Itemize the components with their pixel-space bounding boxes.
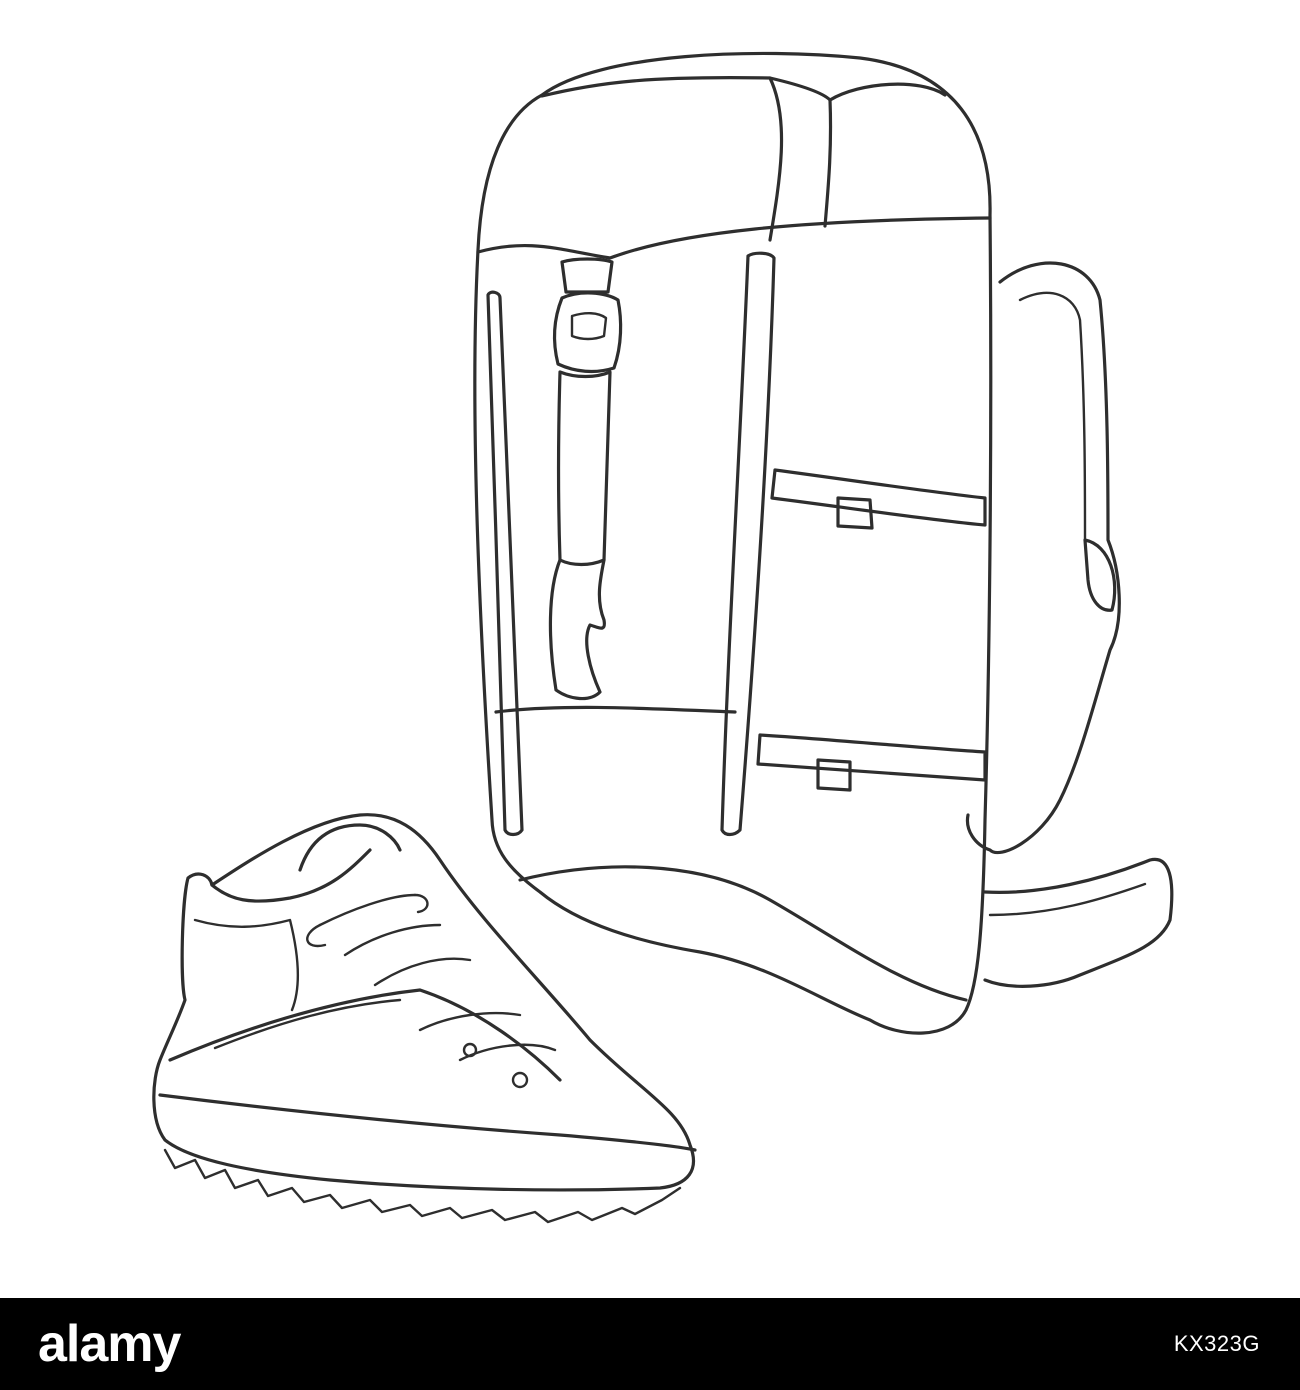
backpack-lid-seam (476, 216, 992, 260)
boot-eyelet-2 (462, 1042, 478, 1058)
boot-lace-4 (418, 1011, 522, 1032)
boot-lace-1 (318, 893, 417, 927)
backpack-lid-line-2 (768, 76, 833, 228)
backpack-bottom-curve (518, 865, 968, 1002)
backpack-side-strap-lower (756, 733, 987, 782)
backpack-buckle-slot (570, 312, 608, 341)
boot-upper-outline (152, 813, 696, 1192)
backpack-side-strap-upper (770, 468, 987, 527)
boot-heel-panel (193, 918, 299, 1012)
boot-collar (210, 848, 372, 903)
image-id-label: KX323G (1173, 1331, 1260, 1356)
backpack-side-buckle-upper (836, 496, 874, 530)
backpack-strap-buckle (1083, 538, 1117, 612)
boot-midpanel-inner (213, 998, 402, 1050)
boot-tongue (298, 823, 402, 872)
backpack-top-strap (560, 257, 614, 294)
backpack-shoulder-strap (965, 261, 1121, 855)
boot-midpanel (168, 988, 562, 1082)
watermark-footer-bar: alamy KX323G (0, 1298, 1300, 1390)
brand-logo: alamy (38, 1315, 181, 1373)
backpack-lid-line-3 (828, 82, 947, 102)
backpack-hip-belt-inner (988, 882, 1147, 917)
backpack-body-outline (473, 51, 993, 1035)
backpack-side-buckle-lower (816, 758, 852, 792)
illustration-canvas (152, 51, 1174, 1224)
backpack-buckle-lower (548, 558, 606, 701)
boot-lace-3 (373, 957, 472, 987)
line-art-svg (152, 51, 1174, 1224)
backpack-lid-line-1 (540, 76, 784, 242)
boot-sole-treads (163, 1148, 682, 1224)
backpack-drawing (473, 51, 1174, 1035)
backpack-buckle-top (552, 291, 623, 374)
boot-eyelet-1 (511, 1071, 529, 1089)
line-art-group (152, 51, 1174, 1224)
backpack-shoulder-strap-inner (1018, 291, 1087, 542)
boot-drawing (152, 813, 697, 1224)
boot-lace-bow (306, 893, 429, 948)
backpack-pocket-seam (494, 705, 737, 714)
boot-sole (158, 1093, 697, 1152)
backpack-hip-belt (983, 857, 1174, 988)
backpack-center-strap (720, 251, 776, 837)
backpack-left-strap (486, 290, 524, 837)
backpack-buckle-strap (556, 370, 612, 567)
boot-lace-2 (343, 923, 442, 957)
